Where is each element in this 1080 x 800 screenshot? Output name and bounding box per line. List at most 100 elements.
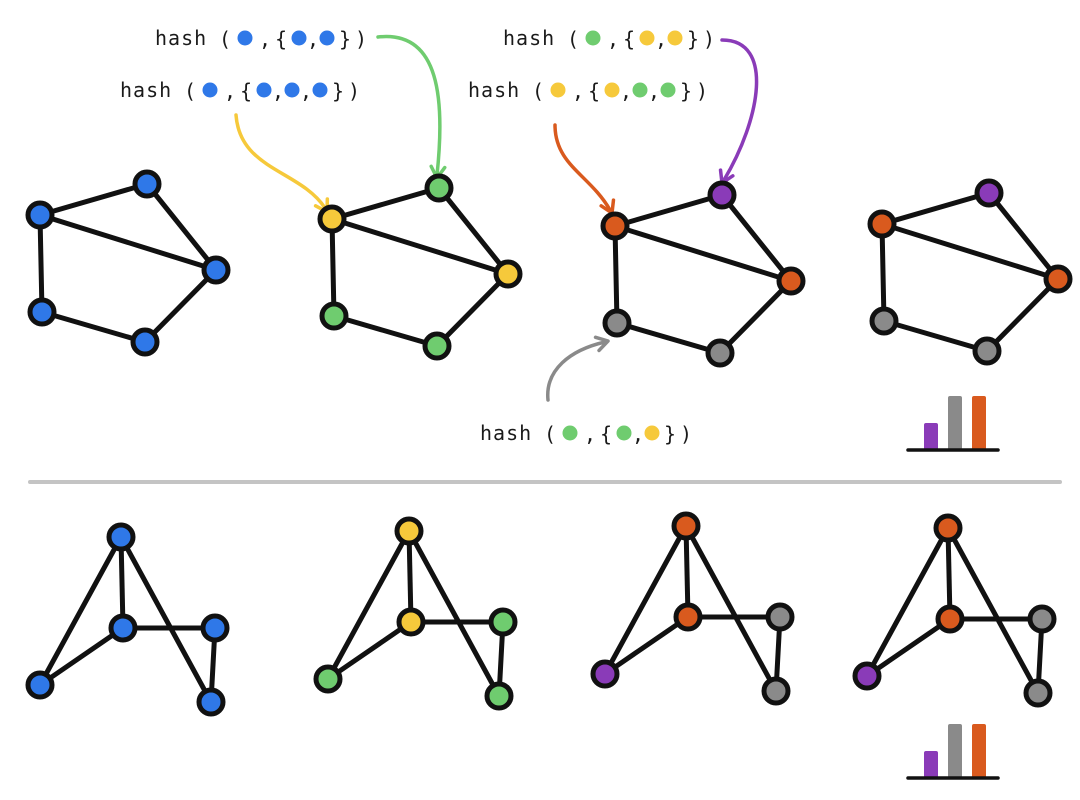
histogram-bar-gray <box>948 724 962 778</box>
bottom-graph-4-node-orange <box>935 604 965 634</box>
color-histogram <box>906 724 1000 780</box>
hash-label: hash(,{,,}) <box>120 78 360 103</box>
bottom-graph-3-node-gray <box>761 676 791 706</box>
bottom-graph-1-edge <box>118 534 214 705</box>
top-graph-1-edge <box>37 212 45 315</box>
top-graph-2-edge <box>329 185 442 222</box>
hash-comma: , <box>272 79 285 103</box>
bottom-graph-2-node-yellow <box>396 607 426 637</box>
top-graph-3-edge <box>614 320 723 356</box>
hash-word: hash <box>120 78 172 102</box>
hash-dot-green <box>562 425 578 441</box>
top-graph-4-edge <box>879 221 1061 282</box>
bottom-graph-3-node-purple <box>590 659 620 689</box>
top-graph-4-node-gray <box>972 336 1002 366</box>
top-graph-1 <box>25 169 231 357</box>
top-graph-4-node-orange <box>1043 264 1073 294</box>
hash-dot-yellow <box>639 30 655 46</box>
top-graph-2-node-yellow <box>493 259 523 289</box>
hash-comma: , <box>632 422 645 446</box>
bottom-graph-4-node-purple <box>852 661 882 691</box>
hash-dot-yellow <box>644 425 660 441</box>
hash-paren: ) <box>703 27 716 51</box>
top-graph-3-edge <box>612 223 620 326</box>
top-graph-3-edge <box>717 278 794 356</box>
arrow-orange <box>553 123 616 215</box>
hash-label: hash(,{,,}) <box>468 78 709 103</box>
hash-dot-yellow <box>550 82 566 98</box>
hash-dot-blue <box>256 82 272 98</box>
hash-paren: ( <box>184 79 197 103</box>
hash-paren: ) <box>680 422 693 446</box>
hash-dot-green <box>632 82 648 98</box>
top-graph-3-edge <box>612 223 794 284</box>
bottom-graph-4 <box>852 513 1057 708</box>
arrow-shaft <box>720 38 759 182</box>
top-graph-3-node-orange <box>776 266 806 296</box>
arrow-head <box>593 335 610 353</box>
bottom-graph-2 <box>313 516 518 711</box>
hash-label: hash(,{,}) <box>480 421 693 446</box>
bottom-graph-3-node-orange <box>673 602 703 632</box>
hash-paren: ) <box>696 79 709 103</box>
bottom-graph-2-node-yellow <box>394 516 424 546</box>
top-graph-3-node-orange <box>600 211 630 241</box>
hash-paren: ( <box>567 27 580 51</box>
bottom-graph-3-node-gray <box>765 602 795 632</box>
hash-paren: ( <box>219 27 232 51</box>
top-graph-1-edge <box>142 267 219 345</box>
arrow-green <box>376 34 447 180</box>
hash-dot-yellow <box>604 82 620 98</box>
arrow-shaft <box>376 34 442 177</box>
hash-comma: , <box>655 27 668 51</box>
bottom-graph-4-edge <box>864 616 953 679</box>
hash-dot-blue <box>312 82 328 98</box>
hash-dot-blue <box>237 30 253 46</box>
hash-paren: ( <box>532 79 545 103</box>
bottom-graph-3-edge <box>683 523 779 694</box>
hash-dot-blue <box>291 30 307 46</box>
hash-brace-close: } <box>687 27 700 51</box>
hash-dot-green <box>660 82 676 98</box>
bottom-graph-2-node-green <box>488 607 518 637</box>
bottom-graph-1-node-blue <box>106 522 136 552</box>
hash-comma: , <box>607 27 620 51</box>
bottom-graph-3-edge <box>683 523 691 620</box>
bottom-graph-1-node-blue <box>200 613 230 643</box>
hash-brace-close: } <box>332 79 345 103</box>
hash-comma: , <box>620 79 633 103</box>
bottom-graph-1 <box>25 522 230 717</box>
hash-brace-open: { <box>240 79 253 103</box>
hash-dot-green <box>585 30 601 46</box>
bottom-graph-2-node-green <box>484 681 514 711</box>
bottom-graph-1-edge <box>118 534 126 631</box>
top-graph-2-node-green <box>422 331 452 361</box>
bottom-graph-2-edge <box>406 528 502 699</box>
bottom-graph-4-edge <box>945 525 1041 696</box>
hash-dot-blue <box>319 30 335 46</box>
top-graph-1-node-blue <box>130 327 160 357</box>
arrow-yellow <box>234 113 330 214</box>
bottom-graph-2-edge <box>325 619 414 682</box>
hash-label: hash(,{,}) <box>503 26 716 51</box>
bottom-graph-1-node-blue <box>25 670 55 700</box>
top-graph-2-edge <box>436 185 511 277</box>
top-graph-1-node-blue <box>201 255 231 285</box>
arrow-shaft <box>234 113 327 210</box>
top-graph-4-node-orange <box>867 209 897 239</box>
hash-comma: , <box>584 422 597 446</box>
hash-paren: ) <box>355 27 368 51</box>
bottom-graph-2-edge <box>406 528 414 625</box>
top-graph-3-node-gray <box>705 338 735 368</box>
top-graph-2 <box>317 173 523 361</box>
hash-comma: , <box>648 79 661 103</box>
bottom-graph-4-edge <box>864 525 951 679</box>
histogram-layer <box>906 396 1000 780</box>
bottom-graph-4-node-gray <box>1023 678 1053 708</box>
hash-comma: , <box>259 27 272 51</box>
bottom-graph-2-edge <box>325 528 412 682</box>
top-graph-3-edge <box>612 192 725 229</box>
bottom-graph-3 <box>590 511 795 706</box>
top-graph-4 <box>867 178 1073 366</box>
